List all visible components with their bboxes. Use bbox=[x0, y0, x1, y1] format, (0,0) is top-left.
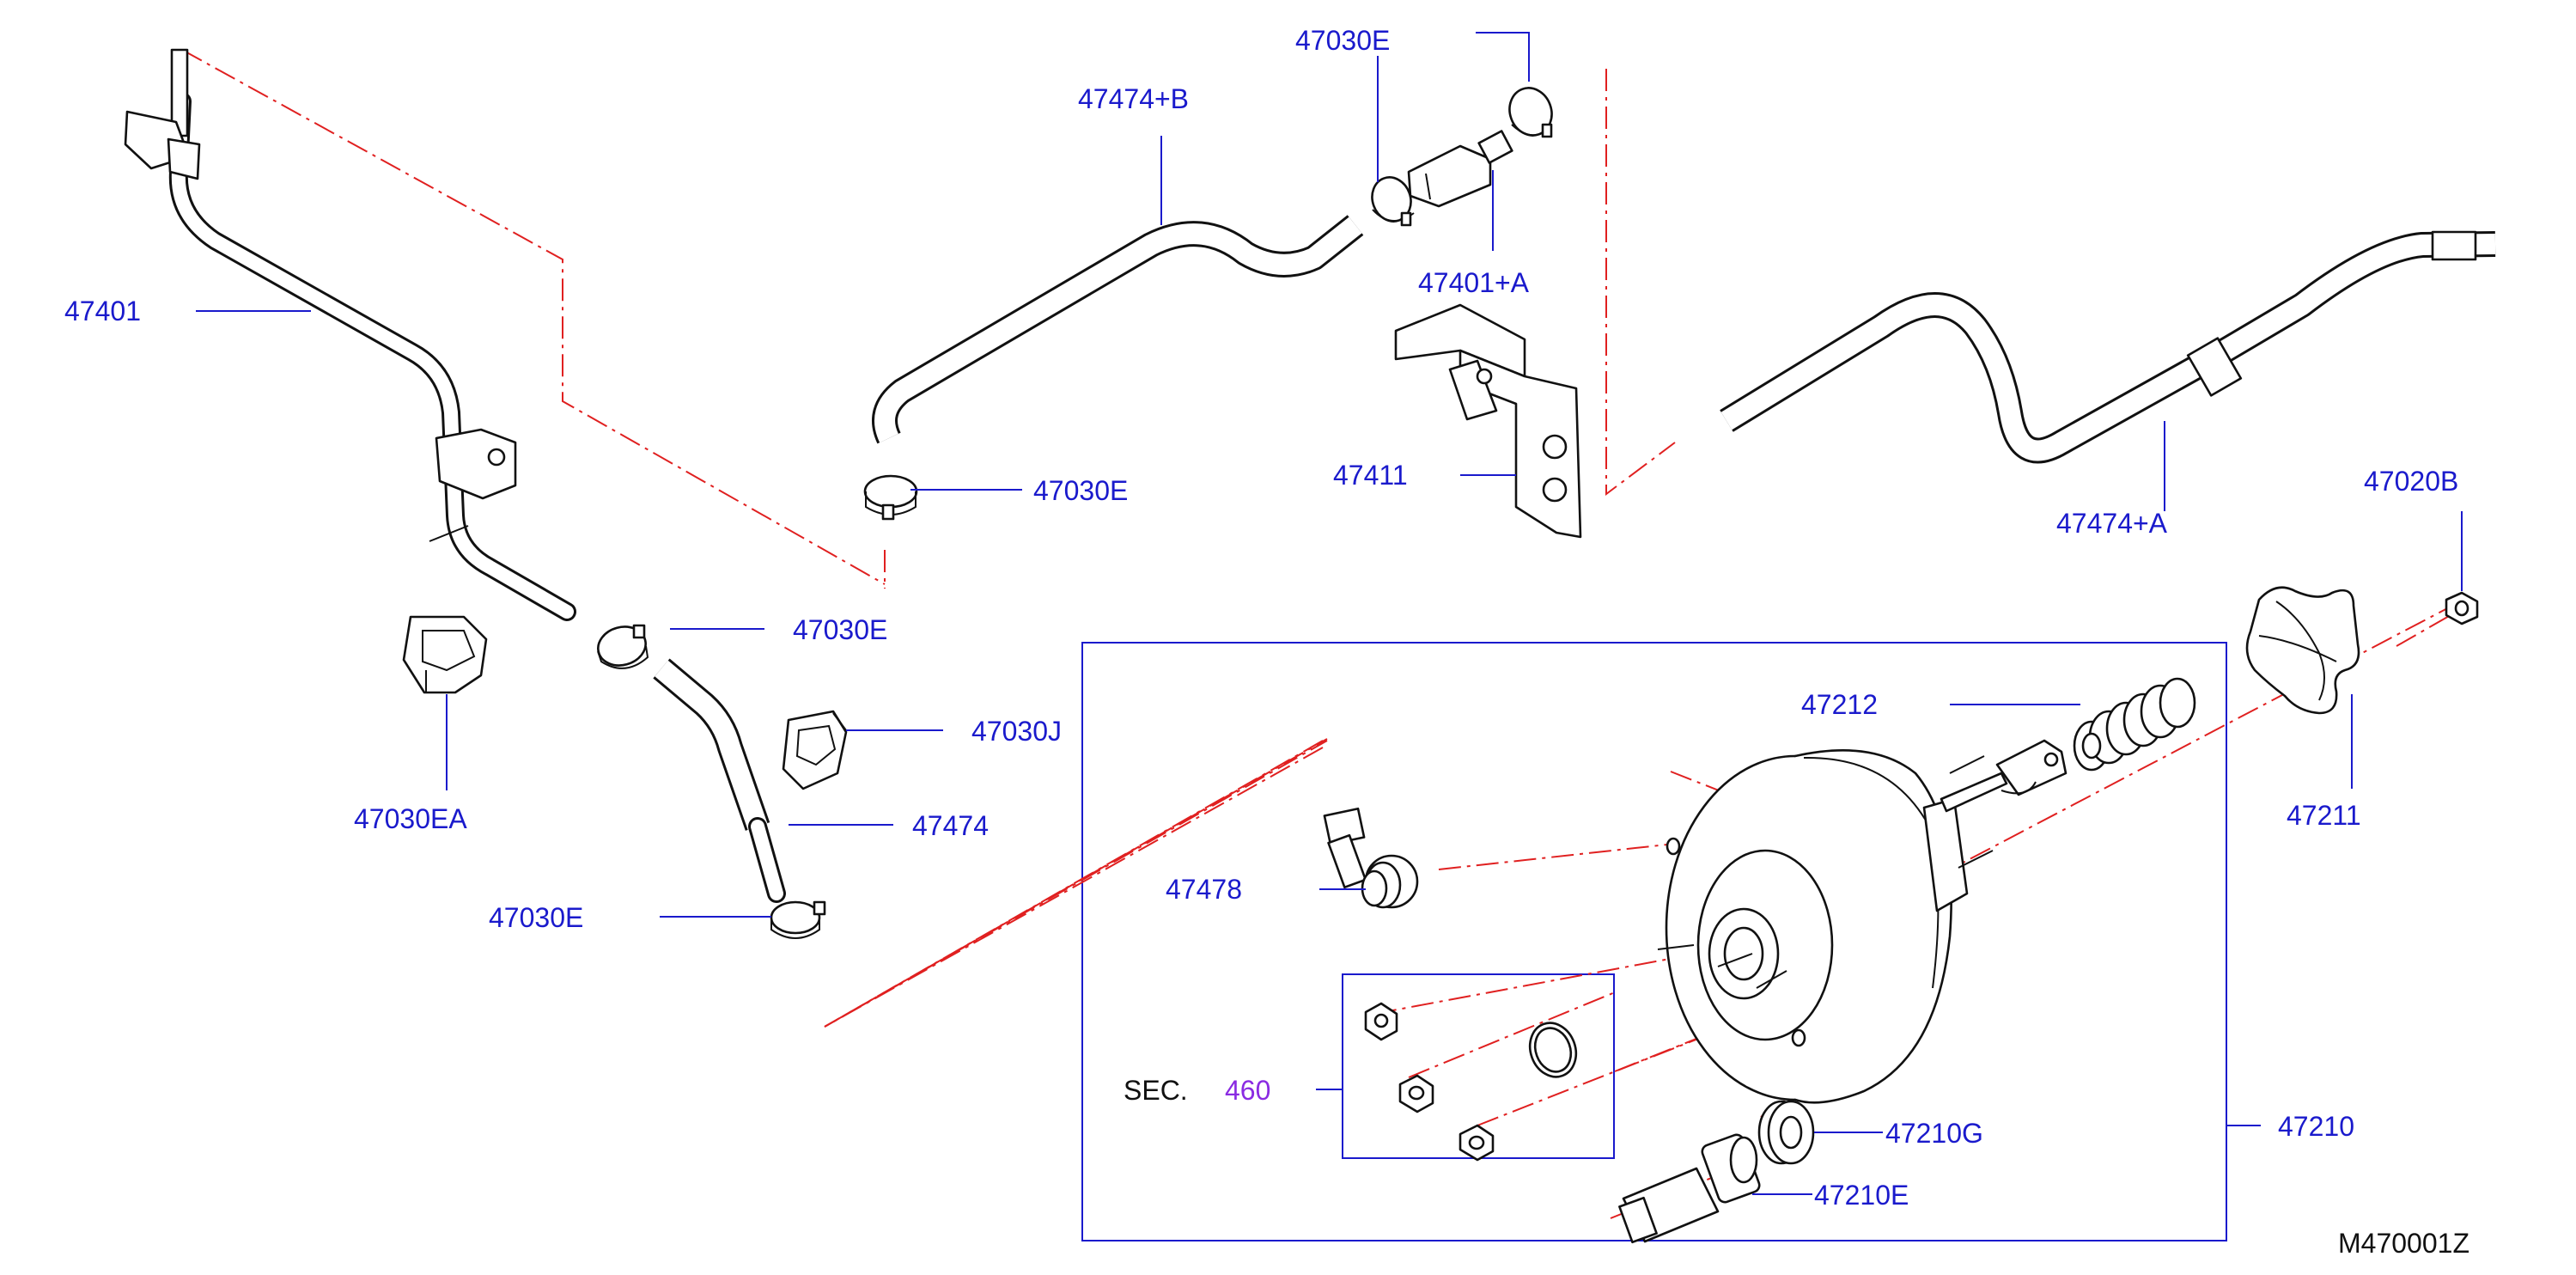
part-labels: 47401 47030E 47474+B 47401+A 47411 47474… bbox=[64, 25, 2469, 1259]
phantom-lines bbox=[181, 49, 2457, 1219]
vacuum-hose-47474[interactable] bbox=[653, 658, 786, 903]
booster-assembly-frame bbox=[1081, 642, 2227, 1241]
vacuum-hose-47474-a[interactable] bbox=[1720, 230, 2496, 464]
check-valve-47401-a[interactable] bbox=[1407, 130, 1513, 208]
vacuum-pipe-47401[interactable] bbox=[124, 48, 576, 621]
section-number-460[interactable]: 460 bbox=[1225, 1075, 1270, 1106]
label-47401[interactable]: 47401 bbox=[64, 296, 141, 326]
section-prefix: SEC. bbox=[1124, 1075, 1188, 1106]
spring-47212[interactable] bbox=[2073, 677, 2196, 772]
hose-clamp-47030e-low[interactable] bbox=[770, 900, 826, 939]
label-47030e-low[interactable]: 47030E bbox=[489, 902, 583, 933]
label-47474-b[interactable]: 47474+B bbox=[1078, 83, 1189, 114]
seal-47210g[interactable] bbox=[1757, 1100, 1815, 1165]
label-47478[interactable]: 47478 bbox=[1166, 874, 1242, 905]
brake-booster[interactable] bbox=[1657, 739, 2067, 1104]
vacuum-hose-47474-b[interactable] bbox=[872, 215, 1364, 444]
label-47030e-hose-end[interactable]: 47030E bbox=[1033, 475, 1128, 506]
hose-clamp-47030j[interactable] bbox=[782, 710, 848, 790]
gasket-47211[interactable] bbox=[2245, 586, 2360, 715]
leader-lines bbox=[196, 32, 2463, 1195]
label-47210[interactable]: 47210 bbox=[2278, 1111, 2354, 1142]
label-47401-a[interactable]: 47401+A bbox=[1418, 267, 1530, 298]
hose-clamp-47030e-top[interactable] bbox=[1503, 82, 1558, 141]
hose-clamp-47030e-pipe[interactable] bbox=[594, 622, 649, 671]
label-47411[interactable]: 47411 bbox=[1333, 460, 1408, 491]
sec-460-parts[interactable] bbox=[1364, 1002, 1583, 1162]
label-47030ea[interactable]: 47030EA bbox=[354, 803, 467, 834]
sensor-47210e[interactable] bbox=[1618, 1133, 1761, 1244]
figure-code: M470001Z bbox=[2338, 1228, 2469, 1259]
label-47210g[interactable]: 47210G bbox=[1885, 1118, 1983, 1149]
label-47211[interactable]: 47211 bbox=[2287, 800, 2361, 831]
label-47030e-pipe[interactable]: 47030E bbox=[793, 614, 887, 645]
nut-47020b[interactable] bbox=[2445, 591, 2479, 625]
label-47474[interactable]: 47474 bbox=[912, 810, 989, 841]
label-47030e-top[interactable]: 47030E bbox=[1295, 25, 1390, 56]
check-valve-47478[interactable] bbox=[1323, 807, 1419, 909]
label-47210e[interactable]: 47210E bbox=[1814, 1180, 1909, 1211]
bracket-47411[interactable] bbox=[1394, 303, 1582, 539]
label-47474-a[interactable]: 47474+A bbox=[2056, 508, 2168, 539]
hose-clamp-47030e-hose-end[interactable] bbox=[863, 474, 918, 521]
label-47020b[interactable]: 47020B bbox=[2364, 466, 2458, 497]
hose-clamp-47030ea[interactable] bbox=[402, 615, 488, 694]
label-47030j[interactable]: 47030J bbox=[971, 716, 1062, 747]
label-47212[interactable]: 47212 bbox=[1801, 689, 1878, 720]
hose-clamp-47030e-mid[interactable] bbox=[1366, 172, 1416, 227]
